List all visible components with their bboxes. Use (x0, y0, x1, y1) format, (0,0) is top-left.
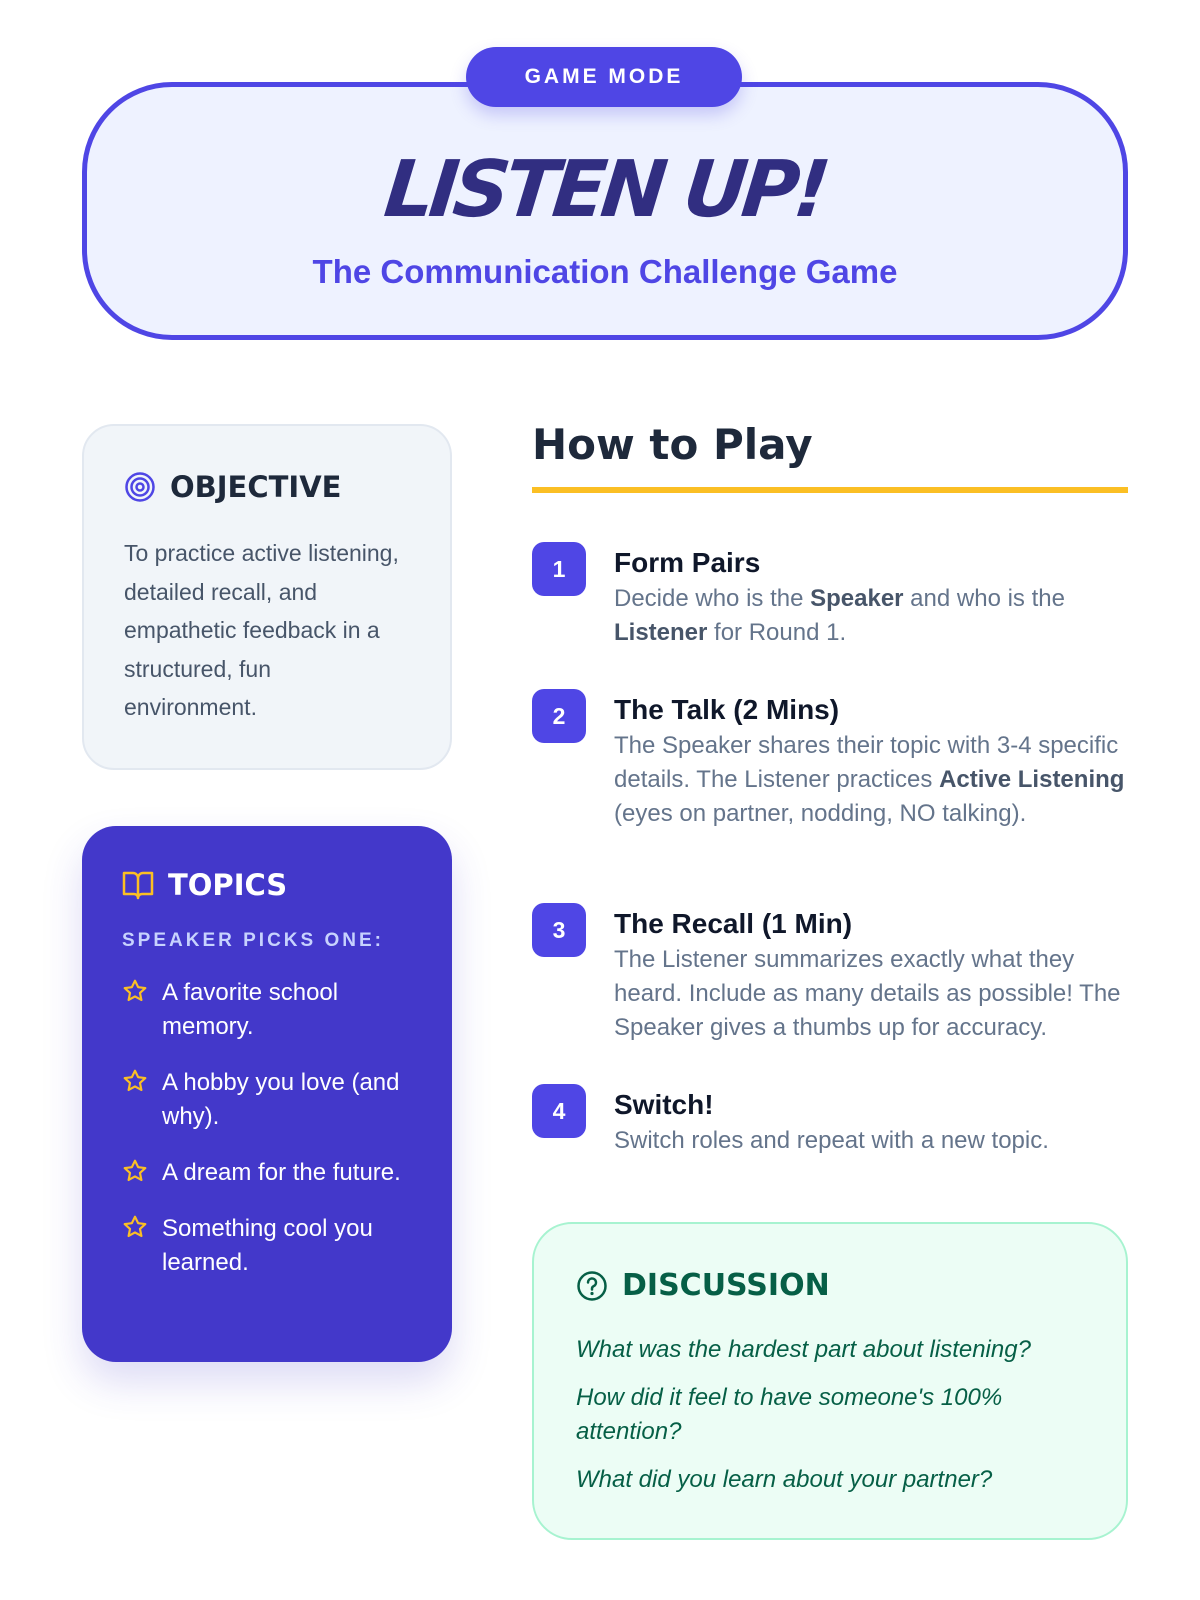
discussion-question: What did you learn about your partner? (576, 1466, 993, 1493)
step-text-segment: The Speaker shares their topic with 3-4 … (614, 732, 1119, 793)
step-text-segment: for Round 1. (707, 619, 847, 646)
page-title: LISTEN UP! (380, 145, 830, 235)
objective-heading: OBJECTIVE (170, 470, 342, 504)
star-icon (123, 979, 147, 1002)
discussion-question: What was the hardest part about listenin… (576, 1336, 1031, 1363)
step-description: The Speaker shares their topic with 3-4 … (614, 729, 1128, 831)
topic-text: A hobby you love (and why). (162, 1069, 400, 1130)
topic-text: Something cool you learned. (162, 1215, 373, 1276)
topics-card: TOPICS SPEAKER PICKS ONE: A favorite sch… (82, 826, 452, 1362)
step-text-segment: Listener (614, 619, 708, 646)
step-number: 1 (532, 542, 586, 596)
star-icon (123, 1159, 147, 1182)
step-text-segment: Decide who is the (614, 585, 811, 612)
step-text-segment: The Listener summarizes exactly what the… (614, 946, 1121, 1041)
topic-text: A favorite school memory. (162, 979, 339, 1040)
topic-item: A dream for the future. (122, 1156, 412, 1190)
step-number: 2 (532, 689, 586, 743)
topic-text: A dream for the future. (162, 1159, 401, 1186)
step-text-segment: Speaker (810, 585, 904, 612)
step-description: The Listener summarizes exactly what the… (614, 943, 1128, 1045)
question-circle-icon (577, 1270, 607, 1301)
step-title: The Recall (1 Min) (614, 908, 853, 939)
step-number: 3 (532, 903, 586, 957)
star-icon (123, 1069, 147, 1092)
step-title: Form Pairs (614, 547, 761, 578)
discussion-heading: DISCUSSION (622, 1268, 830, 1303)
how-to-play-section: How to Play (532, 420, 1128, 493)
discussion-card: DISCUSSION What was the hardest part abo… (532, 1222, 1128, 1540)
step-title: Switch! (614, 1089, 714, 1120)
topics-subheading: SPEAKER PICKS ONE: (122, 930, 384, 951)
how-to-play-heading: How to Play (532, 420, 1128, 493)
discussion-question: How did it feel to have someone's 100% a… (576, 1384, 1003, 1445)
step-item: 2 The Talk (2 Mins) The Speaker shares the… (532, 689, 1128, 831)
page-subtitle: The Communication Challenge Game (312, 253, 898, 290)
objective-card: OBJECTIVE To practice active listening, … (82, 424, 452, 770)
step-item: 4 Switch! Switch roles and repeat with a n… (532, 1084, 1128, 1158)
step-text-segment: (eyes on partner, nodding, NO talking). (614, 800, 1027, 827)
hero-banner: LISTEN UP! The Communication Challenge G… (82, 82, 1128, 340)
step-title: The Talk (2 Mins) (614, 694, 840, 725)
step-text-segment: and who is the (903, 585, 1065, 612)
objective-text: To practice active listening, detailed r… (124, 540, 399, 720)
step-text-segment: Active Listening (939, 766, 1125, 793)
book-icon (122, 871, 154, 900)
topic-item: A hobby you love (and why). (122, 1066, 412, 1134)
star-icon (123, 1215, 147, 1238)
step-description: Decide who is the Speaker and who is the… (614, 582, 1128, 650)
step-text-segment: Switch roles and repeat with a new topic… (614, 1127, 1049, 1154)
game-mode-badge: GAME MODE (466, 47, 742, 107)
topic-item: Something cool you learned. (122, 1212, 412, 1280)
step-number: 4 (532, 1084, 586, 1138)
topic-item: A favorite school memory. (122, 976, 412, 1044)
target-icon (125, 472, 155, 502)
step-item: 3 The Recall (1 Min) The Listener summariz… (532, 903, 1128, 1045)
topics-heading: TOPICS (168, 868, 288, 902)
step-description: Switch roles and repeat with a new topic… (614, 1124, 1049, 1158)
